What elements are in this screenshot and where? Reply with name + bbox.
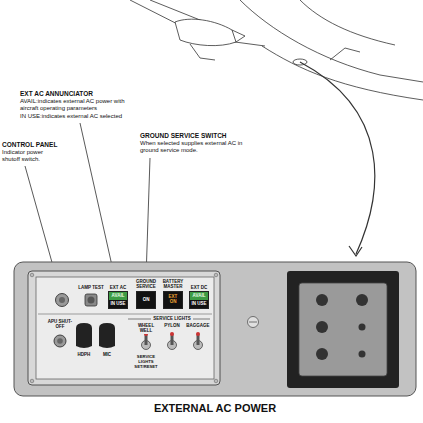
panel-label: WHEEL WELL xyxy=(133,323,159,334)
arrow-head xyxy=(349,246,362,256)
annunciator-text: IN USE xyxy=(190,300,208,308)
receptacle-face xyxy=(299,283,387,376)
panel-label: HDPH xyxy=(73,352,95,357)
callout-text: IN USE:indicates external AC selected xyxy=(20,113,170,120)
annunciator: AVAILIN USE xyxy=(108,291,128,309)
callout-heading: EXT AC ANNUNCIATOR xyxy=(20,90,190,98)
callout-heading: CONTROL PANEL xyxy=(2,141,72,149)
aircraft-sketch xyxy=(130,0,423,100)
annunciator-text: AVAIL xyxy=(190,292,208,300)
panel-label: BATTERY MASTER xyxy=(160,279,186,290)
mic-jack xyxy=(99,323,115,348)
panel-label: GROUND SERVICE xyxy=(134,279,158,290)
panel-label: EXT DC xyxy=(187,285,211,290)
panel-screw xyxy=(248,317,259,328)
panel-label: BAGGAGE xyxy=(185,323,211,328)
leader-line xyxy=(146,158,150,278)
apu-shutoff-button xyxy=(54,335,66,347)
panel-label: PYLON xyxy=(160,323,184,328)
bracket-line xyxy=(193,319,210,320)
callout-text: AVAIL:indicates external AC power with a… xyxy=(20,98,138,112)
control-panel-plate xyxy=(28,271,220,385)
annunciator: ON xyxy=(136,291,156,309)
bracket-line xyxy=(128,319,151,320)
panel-label: SERVICE LIGHTS xyxy=(151,316,193,321)
hdph-jack xyxy=(76,323,92,348)
annunciator-text: IN USE xyxy=(109,300,127,308)
curved-arrow xyxy=(300,62,375,254)
callout-text: When selected supplies external AC in gr… xyxy=(140,140,256,154)
lamp-test-button xyxy=(85,294,97,306)
divider xyxy=(38,314,212,315)
control-panel-face xyxy=(36,277,214,379)
annunciator: EXT ON xyxy=(163,291,183,309)
annunciator-text: EXT ON xyxy=(166,292,180,308)
plate-screws xyxy=(30,273,218,383)
panel-label: APU SHUT-OFF xyxy=(47,319,73,330)
panel-label: EXT AC xyxy=(105,285,131,290)
callout-text: Indicator power shutoff switch. xyxy=(2,149,56,163)
panel-label: SERVICE LIGHTS SET/RESET xyxy=(132,354,160,369)
access-panel xyxy=(14,262,416,396)
annunciator: AVAILIN USE xyxy=(189,291,209,309)
annunciator-text: ON xyxy=(137,292,155,308)
panel-label: MIC xyxy=(97,352,117,357)
annunciator-text: AVAIL xyxy=(109,292,127,300)
panel-label: LAMP TEST xyxy=(76,285,106,290)
receptacle-pins xyxy=(316,294,368,360)
receptacle-frame xyxy=(287,271,399,388)
indicator-power-switch xyxy=(56,294,69,307)
callout-heading: GROUND SERVICE SWITCH xyxy=(140,132,270,140)
caption: EXTERNAL AC POWER xyxy=(15,402,415,415)
toggle-switches xyxy=(142,332,203,350)
